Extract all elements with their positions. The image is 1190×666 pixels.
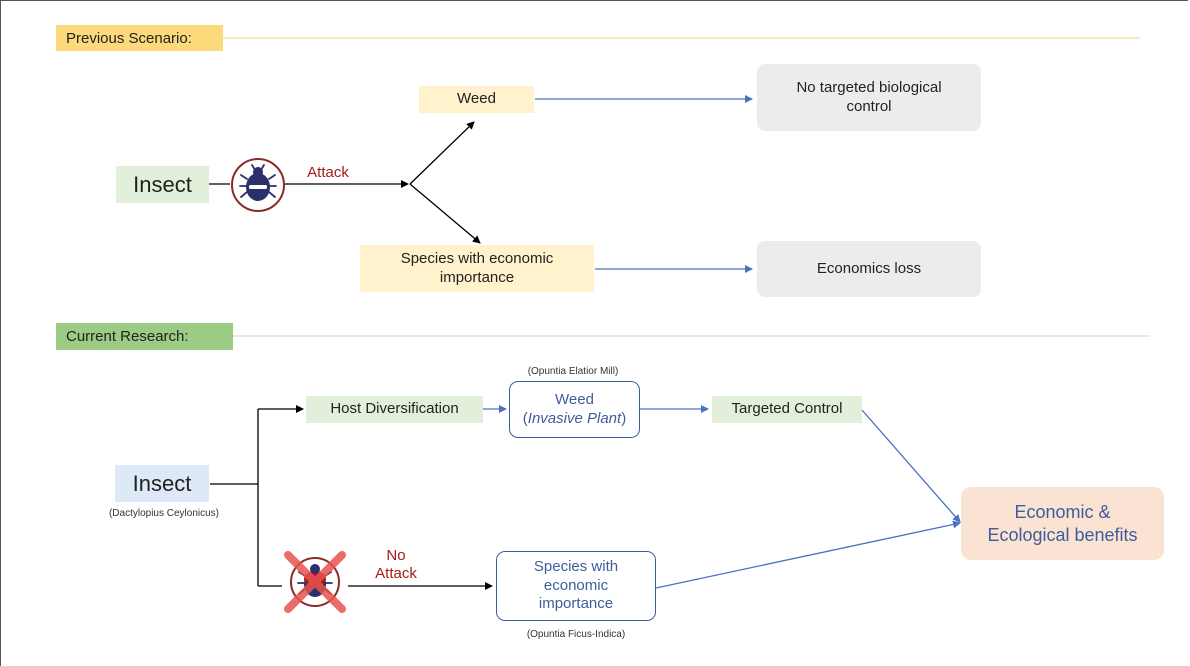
beetle-crossed-icon bbox=[280, 547, 350, 622]
no-label: No bbox=[386, 546, 406, 564]
branch-weed-arrow bbox=[409, 121, 475, 185]
host-diversification-box: Host Diversification bbox=[306, 396, 483, 423]
attack-label: Attack bbox=[307, 163, 349, 181]
economics-loss-box: Economics loss bbox=[757, 241, 981, 297]
current-insect-box: Insect bbox=[115, 465, 209, 502]
weed-caption: (Opuntia Elatior Mill) bbox=[527, 366, 619, 377]
targeted-to-benefits-arrow bbox=[861, 409, 961, 523]
insect-caption: (Dactylopius Ceylonicus) bbox=[108, 508, 220, 519]
beetle-icon bbox=[230, 157, 286, 218]
current-research-tag: Current Research: bbox=[56, 323, 233, 350]
current-weed-box: Weed (Invasive Plant) bbox=[509, 381, 640, 438]
attack-label-current: Attack bbox=[375, 564, 417, 582]
species-box: Species with economic importance bbox=[360, 245, 594, 292]
branch-species-arrow bbox=[409, 183, 481, 244]
no-control-box: No targeted biological control bbox=[757, 64, 981, 131]
previous-scenario-tag: Previous Scenario: bbox=[56, 25, 223, 51]
species-to-benefits-arrow bbox=[655, 520, 961, 589]
insect-box: Insect bbox=[116, 166, 209, 203]
invasive-plant-label: Invasive Plant bbox=[527, 409, 622, 427]
invasive-plant-line: (Invasive Plant) bbox=[522, 409, 627, 427]
benefits-box: Economic & Ecological benefits bbox=[961, 487, 1164, 560]
species-caption: (Opuntia Ficus-Indica) bbox=[526, 629, 626, 640]
current-weed-label: Weed bbox=[555, 390, 594, 408]
current-species-box: Species with economic importance bbox=[496, 551, 656, 621]
targeted-control-box: Targeted Control bbox=[712, 396, 862, 423]
weed-box: Weed bbox=[419, 86, 534, 113]
